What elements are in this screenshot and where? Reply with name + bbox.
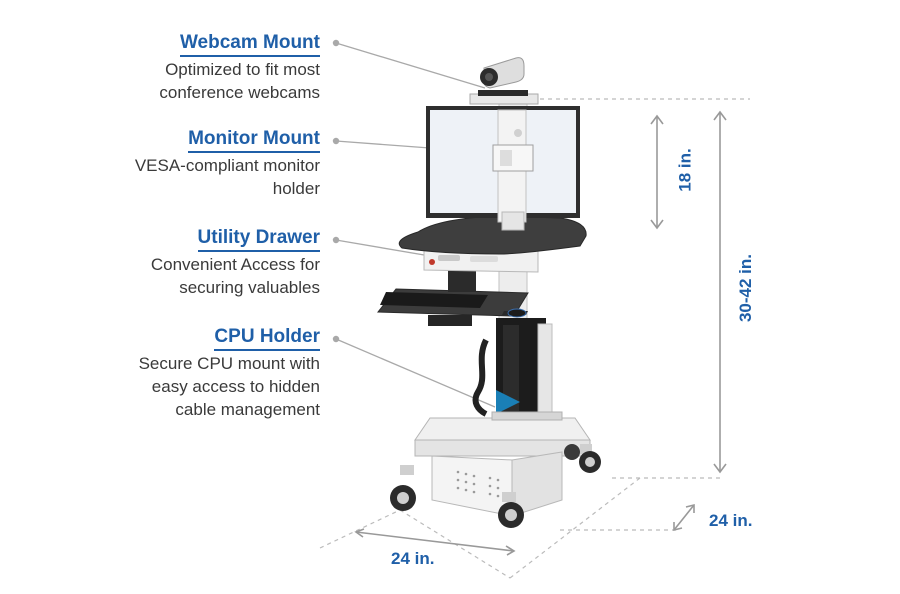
monitor-mount xyxy=(492,129,534,172)
callout-title: Monitor Mount xyxy=(188,128,320,153)
callout-desc-line: easy access to hidden xyxy=(151,377,320,396)
dimension-monitor-height: 18 in. xyxy=(675,148,695,192)
callout-desc-line: Optimized to fit most xyxy=(165,60,320,79)
callout-monitor-mount: Monitor Mount VESA-compliant monitor hol… xyxy=(135,128,320,200)
dimension-total-height: 30-42 in. xyxy=(736,253,756,323)
leader-dot xyxy=(332,335,340,343)
callout-desc-line: securing valuables xyxy=(179,278,320,297)
callout-webcam-mount: Webcam Mount Optimized to fit most confe… xyxy=(159,32,320,104)
callout-desc-line: Convenient Access for xyxy=(150,255,320,274)
callout-description: VESA-compliant monitor holder xyxy=(135,154,320,200)
dimension-width: 24 in. xyxy=(709,511,753,530)
callout-title: Webcam Mount xyxy=(179,32,320,57)
callout-desc-line: VESA-compliant monitor xyxy=(134,156,320,175)
callout-desc-line: holder xyxy=(272,179,320,198)
callout-cpu-holder: CPU Holder Secure CPU mount with easy ac… xyxy=(139,326,320,421)
callout-description: Optimized to fit most conference webcams xyxy=(159,58,320,104)
dimension-arrows xyxy=(354,110,727,556)
dimension-depth: 24 in. xyxy=(391,549,435,568)
cpu-holder xyxy=(491,318,563,421)
leader-dot xyxy=(332,39,340,47)
callout-utility-drawer: Utility Drawer Convenient Access for sec… xyxy=(151,227,320,299)
leader-dot xyxy=(332,137,340,145)
callout-description: Convenient Access for securing valuables xyxy=(151,253,320,299)
leader-dot xyxy=(332,236,340,244)
callout-desc-line: conference webcams xyxy=(159,83,320,102)
webcam xyxy=(469,57,539,105)
work-surface xyxy=(398,215,587,255)
callout-description: Secure CPU mount with easy access to hid… xyxy=(139,352,320,421)
callout-desc-line: Secure CPU mount with xyxy=(138,354,320,373)
cable-chain xyxy=(472,338,489,417)
cart-base xyxy=(414,417,591,517)
callout-title: Utility Drawer xyxy=(197,227,320,252)
callout-title: CPU Holder xyxy=(214,326,320,351)
callout-desc-line: cable management xyxy=(175,400,320,419)
casters xyxy=(390,444,601,528)
keyboard-tray xyxy=(376,270,529,326)
